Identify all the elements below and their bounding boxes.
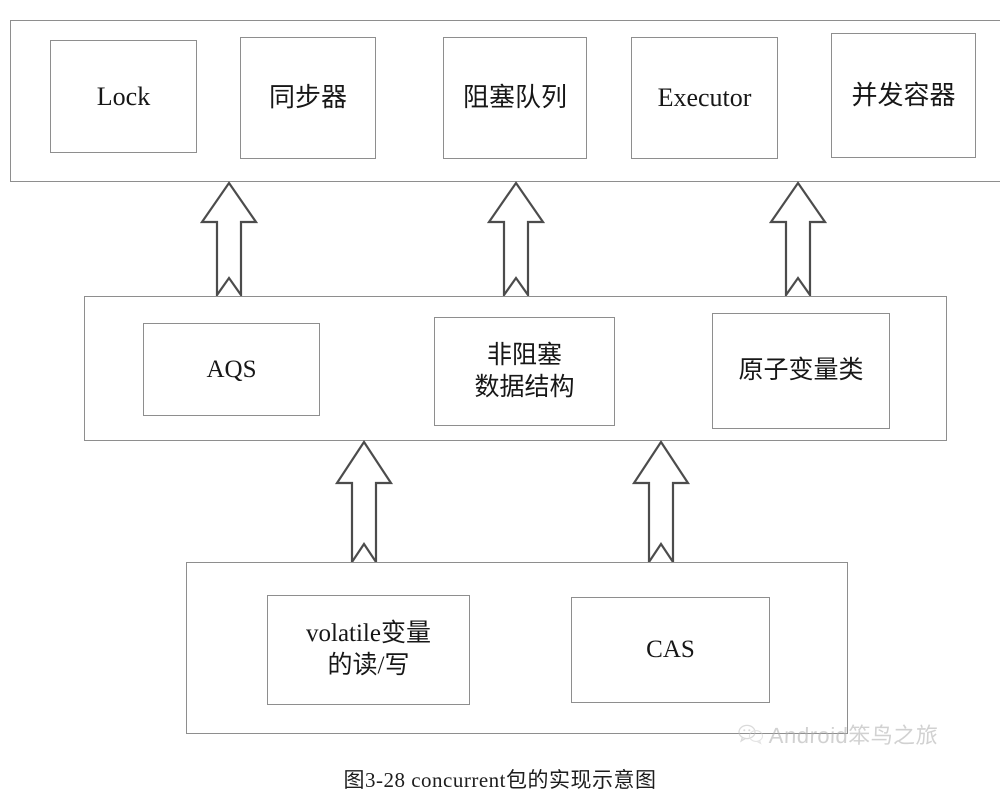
node-executor-label: Executor <box>657 83 752 113</box>
node-lock[interactable]: Lock <box>50 40 197 153</box>
node-atomic-variable-class-label: 原子变量类 <box>738 357 864 384</box>
node-synchronizer[interactable]: 同步器 <box>240 37 376 159</box>
node-executor[interactable]: Executor <box>631 37 778 159</box>
node-blocking-queue-label: 阻塞队列 <box>462 83 567 113</box>
node-nonblocking-data-structure-label: 非阻塞 数据结构 <box>474 341 575 401</box>
arrow-nonblocking-to-queue <box>486 181 546 299</box>
arrow-cas-to-nonblocking <box>631 439 691 566</box>
node-lock-label: Lock <box>96 81 151 111</box>
node-volatile-read-write-label: volatile变量 的读/写 <box>306 620 431 679</box>
arrow-aqs-to-lock <box>199 181 259 299</box>
node-volatile-read-write[interactable]: volatile变量 的读/写 <box>267 595 470 705</box>
node-blocking-queue[interactable]: 阻塞队列 <box>443 37 587 159</box>
node-cas[interactable]: CAS <box>571 597 770 703</box>
arrow-volatile-to-aqs <box>334 439 394 566</box>
figure-caption: 图3-28 concurrent包的实现示意图 <box>343 768 657 792</box>
node-concurrent-container[interactable]: 并发容器 <box>831 33 976 158</box>
node-cas-label: CAS <box>646 636 695 663</box>
node-atomic-variable-class[interactable]: 原子变量类 <box>712 313 890 429</box>
node-aqs-label: AQS <box>206 355 257 383</box>
node-concurrent-container-label: 并发容器 <box>851 80 956 110</box>
node-aqs[interactable]: AQS <box>143 323 320 416</box>
node-nonblocking-data-structure[interactable]: 非阻塞 数据结构 <box>434 317 615 426</box>
node-synchronizer-label: 同步器 <box>268 83 347 113</box>
arrow-atomic-to-executor <box>768 181 828 299</box>
